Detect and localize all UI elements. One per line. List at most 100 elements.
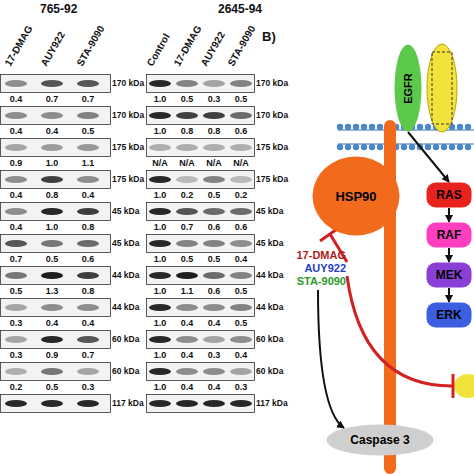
ratio-value: 0.2 bbox=[1, 383, 31, 392]
protein-band bbox=[41, 176, 63, 183]
protein-band bbox=[230, 208, 252, 215]
node-label: RAF bbox=[437, 229, 462, 241]
protein-band bbox=[176, 368, 198, 375]
blot-panel bbox=[1, 267, 111, 285]
protein-band bbox=[176, 304, 198, 311]
protein-band bbox=[149, 176, 171, 183]
treatment-label: 17-DMAG bbox=[3, 24, 34, 68]
protein-band bbox=[77, 144, 99, 151]
node-outline bbox=[427, 183, 472, 208]
blot-panel bbox=[1, 107, 111, 125]
protein-band bbox=[176, 240, 198, 247]
ratio-value: 0.7 bbox=[172, 223, 202, 232]
protein-band bbox=[176, 400, 198, 407]
protein-band bbox=[5, 240, 27, 247]
blot-panel bbox=[1, 299, 111, 317]
ratio-value: 1.0 bbox=[145, 287, 175, 296]
ratio-value: 1.0 bbox=[145, 255, 175, 264]
protein-band bbox=[5, 112, 27, 119]
molecular-weight: 45 kDa bbox=[256, 239, 283, 248]
ratio-value: 0.4 bbox=[73, 319, 103, 328]
protein-band bbox=[230, 240, 252, 247]
ratio-value: 0.4 bbox=[37, 319, 67, 328]
molecular-weight: 117 kDa bbox=[112, 399, 144, 408]
protein-band bbox=[176, 80, 198, 87]
protein-band bbox=[203, 176, 225, 183]
lipid-head bbox=[345, 124, 351, 130]
ratio-value: 0.4 bbox=[226, 351, 256, 360]
lipid-head bbox=[369, 124, 375, 130]
ratio-value: 0.4 bbox=[226, 255, 256, 264]
protein-band bbox=[230, 80, 252, 87]
molecular-weight: 175 kDa bbox=[112, 175, 144, 184]
lipid-head bbox=[441, 144, 447, 150]
ratio-value: 0.2 bbox=[172, 191, 202, 200]
blot-panel bbox=[147, 299, 255, 317]
protein-band bbox=[5, 144, 27, 151]
caspase-ellipse: Caspase 3 bbox=[326, 424, 434, 456]
ratio-value: 0.5 bbox=[226, 319, 256, 328]
molecular-weight: 170 kDa bbox=[112, 111, 144, 120]
ratio-value: 0.5 bbox=[172, 255, 202, 264]
molecular-weight: 60 kDa bbox=[256, 367, 283, 376]
protein-band bbox=[41, 144, 63, 151]
ratio-value: 0.8 bbox=[199, 127, 229, 136]
chaperone-circle: HSP90 bbox=[312, 156, 400, 236]
ratio-value: 0.4 bbox=[73, 191, 103, 200]
protein-band bbox=[5, 80, 27, 87]
protein-band bbox=[41, 272, 63, 279]
ratio-value: 1.0 bbox=[145, 351, 175, 360]
blot-panel bbox=[147, 395, 255, 413]
node-label: EGFR bbox=[403, 73, 414, 104]
molecular-weight: 175 kDa bbox=[112, 143, 144, 152]
protein-band bbox=[176, 176, 198, 183]
protein-band bbox=[77, 400, 99, 407]
signal-arrow bbox=[448, 248, 450, 262]
blot-panel bbox=[147, 235, 255, 253]
cell-line: 2645-94 bbox=[218, 3, 262, 15]
protein-band bbox=[77, 240, 99, 247]
molecular-weight: 175 kDa bbox=[256, 143, 288, 152]
ratio-value: 1.0 bbox=[145, 191, 175, 200]
molecular-weight: 170 kDa bbox=[256, 111, 288, 120]
treatment-label: AUY922 bbox=[39, 30, 67, 68]
protein-band bbox=[203, 208, 225, 215]
protein-band bbox=[149, 368, 171, 375]
protein-band bbox=[149, 144, 171, 151]
ratio-value: 0.8 bbox=[73, 287, 103, 296]
protein-band bbox=[230, 304, 252, 311]
protein-band bbox=[41, 208, 63, 215]
lipid-head bbox=[337, 124, 343, 130]
protein-band bbox=[149, 208, 171, 215]
ratio-value: 0.5 bbox=[172, 95, 202, 104]
ratio-value: 0.4 bbox=[1, 127, 31, 136]
protein-band bbox=[5, 368, 27, 375]
protein-band bbox=[149, 112, 171, 119]
ratio-value: 0.6 bbox=[226, 127, 256, 136]
ratio-value: 1.3 bbox=[37, 287, 67, 296]
protein-band bbox=[176, 208, 198, 215]
drug-name: 17-DMAG bbox=[278, 250, 346, 261]
cell-line: 765-92 bbox=[40, 3, 77, 15]
protein-band bbox=[149, 400, 171, 407]
target-shape bbox=[454, 374, 474, 398]
protein-band bbox=[41, 368, 63, 375]
protein-band bbox=[41, 304, 63, 311]
molecular-weight: 117 kDa bbox=[256, 399, 288, 408]
protein-band bbox=[176, 112, 198, 119]
lipid-head bbox=[425, 144, 431, 150]
ratio-value: 0.3 bbox=[73, 383, 103, 392]
signal-arrow bbox=[448, 208, 450, 222]
molecular-weight: 45 kDa bbox=[112, 207, 139, 216]
protein-band bbox=[77, 304, 99, 311]
ratio-value: 0.4 bbox=[1, 191, 31, 200]
ratio-value: 0.4 bbox=[199, 319, 229, 328]
ratio-value: 0.5 bbox=[73, 127, 103, 136]
blot-panel bbox=[1, 331, 111, 349]
molecular-weight: 60 kDa bbox=[112, 367, 139, 376]
blot-panel bbox=[147, 203, 255, 221]
ratio-value: 1.0 bbox=[145, 319, 175, 328]
protein-band bbox=[203, 368, 225, 375]
protein-band bbox=[41, 336, 63, 343]
ratio-value: N/A bbox=[199, 159, 229, 168]
